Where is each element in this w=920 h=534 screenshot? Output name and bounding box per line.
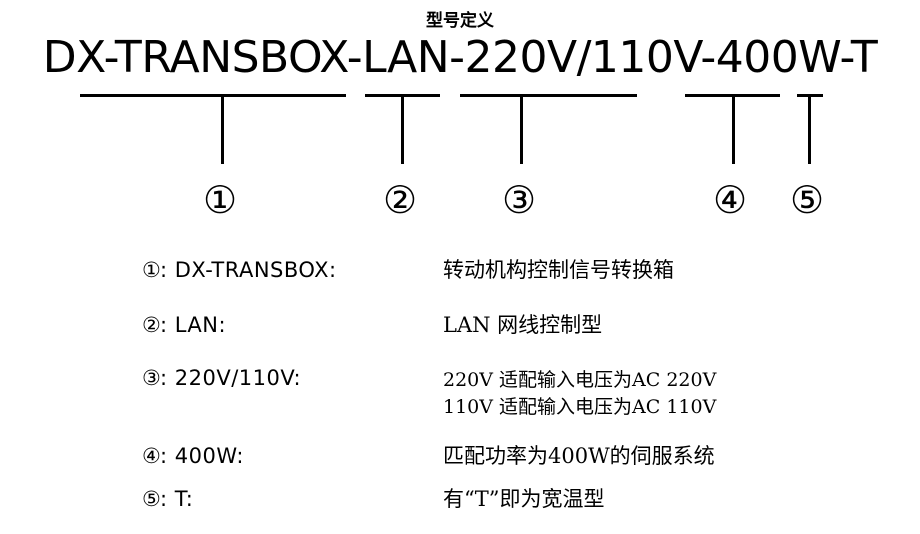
definition-key: : DX-TRANSBOX:: [160, 258, 337, 282]
definition-key: : 400W:: [160, 444, 244, 468]
definition-text: 匹配功率为400W的伺服系统: [443, 444, 715, 468]
model-code: DX-TRANSBOX-LAN-220V/110V-400W-T: [42, 32, 878, 83]
definition-key: : 220V/110V:: [160, 366, 302, 390]
definition-text: 110V 适配输入电压为AC 110V: [443, 396, 717, 418]
marker-1: ①: [203, 178, 238, 222]
definition-text: 有“T”即为宽温型: [443, 487, 605, 511]
definition-index: ①: [142, 258, 161, 282]
definition-index: ④: [142, 444, 161, 468]
segment-connector-4: [732, 94, 735, 164]
definition-index: ③: [142, 366, 161, 390]
segment-connector-5: [808, 94, 811, 164]
marker-5: ⑤: [790, 178, 825, 222]
definition-index: ②: [142, 313, 161, 337]
marker-3: ③: [502, 178, 537, 222]
marker-2: ②: [383, 178, 418, 222]
definition-index: ⑤: [142, 487, 161, 511]
segment-connector-2: [401, 94, 404, 164]
definition-key: : LAN:: [160, 313, 227, 337]
segment-connector-1: [221, 94, 224, 164]
definition-text: LAN 网线控制型: [443, 313, 603, 337]
definition-text: 转动机构控制信号转换箱: [443, 258, 674, 282]
segment-connector-3: [520, 94, 523, 164]
definition-key: : T:: [160, 487, 194, 511]
definition-text: 220V 适配输入电压为AC 220V: [443, 369, 717, 391]
segment-underline-3: [460, 94, 637, 97]
marker-4: ④: [713, 178, 748, 222]
page-title: 型号定义: [426, 11, 494, 31]
segment-underline-1: [80, 94, 346, 97]
